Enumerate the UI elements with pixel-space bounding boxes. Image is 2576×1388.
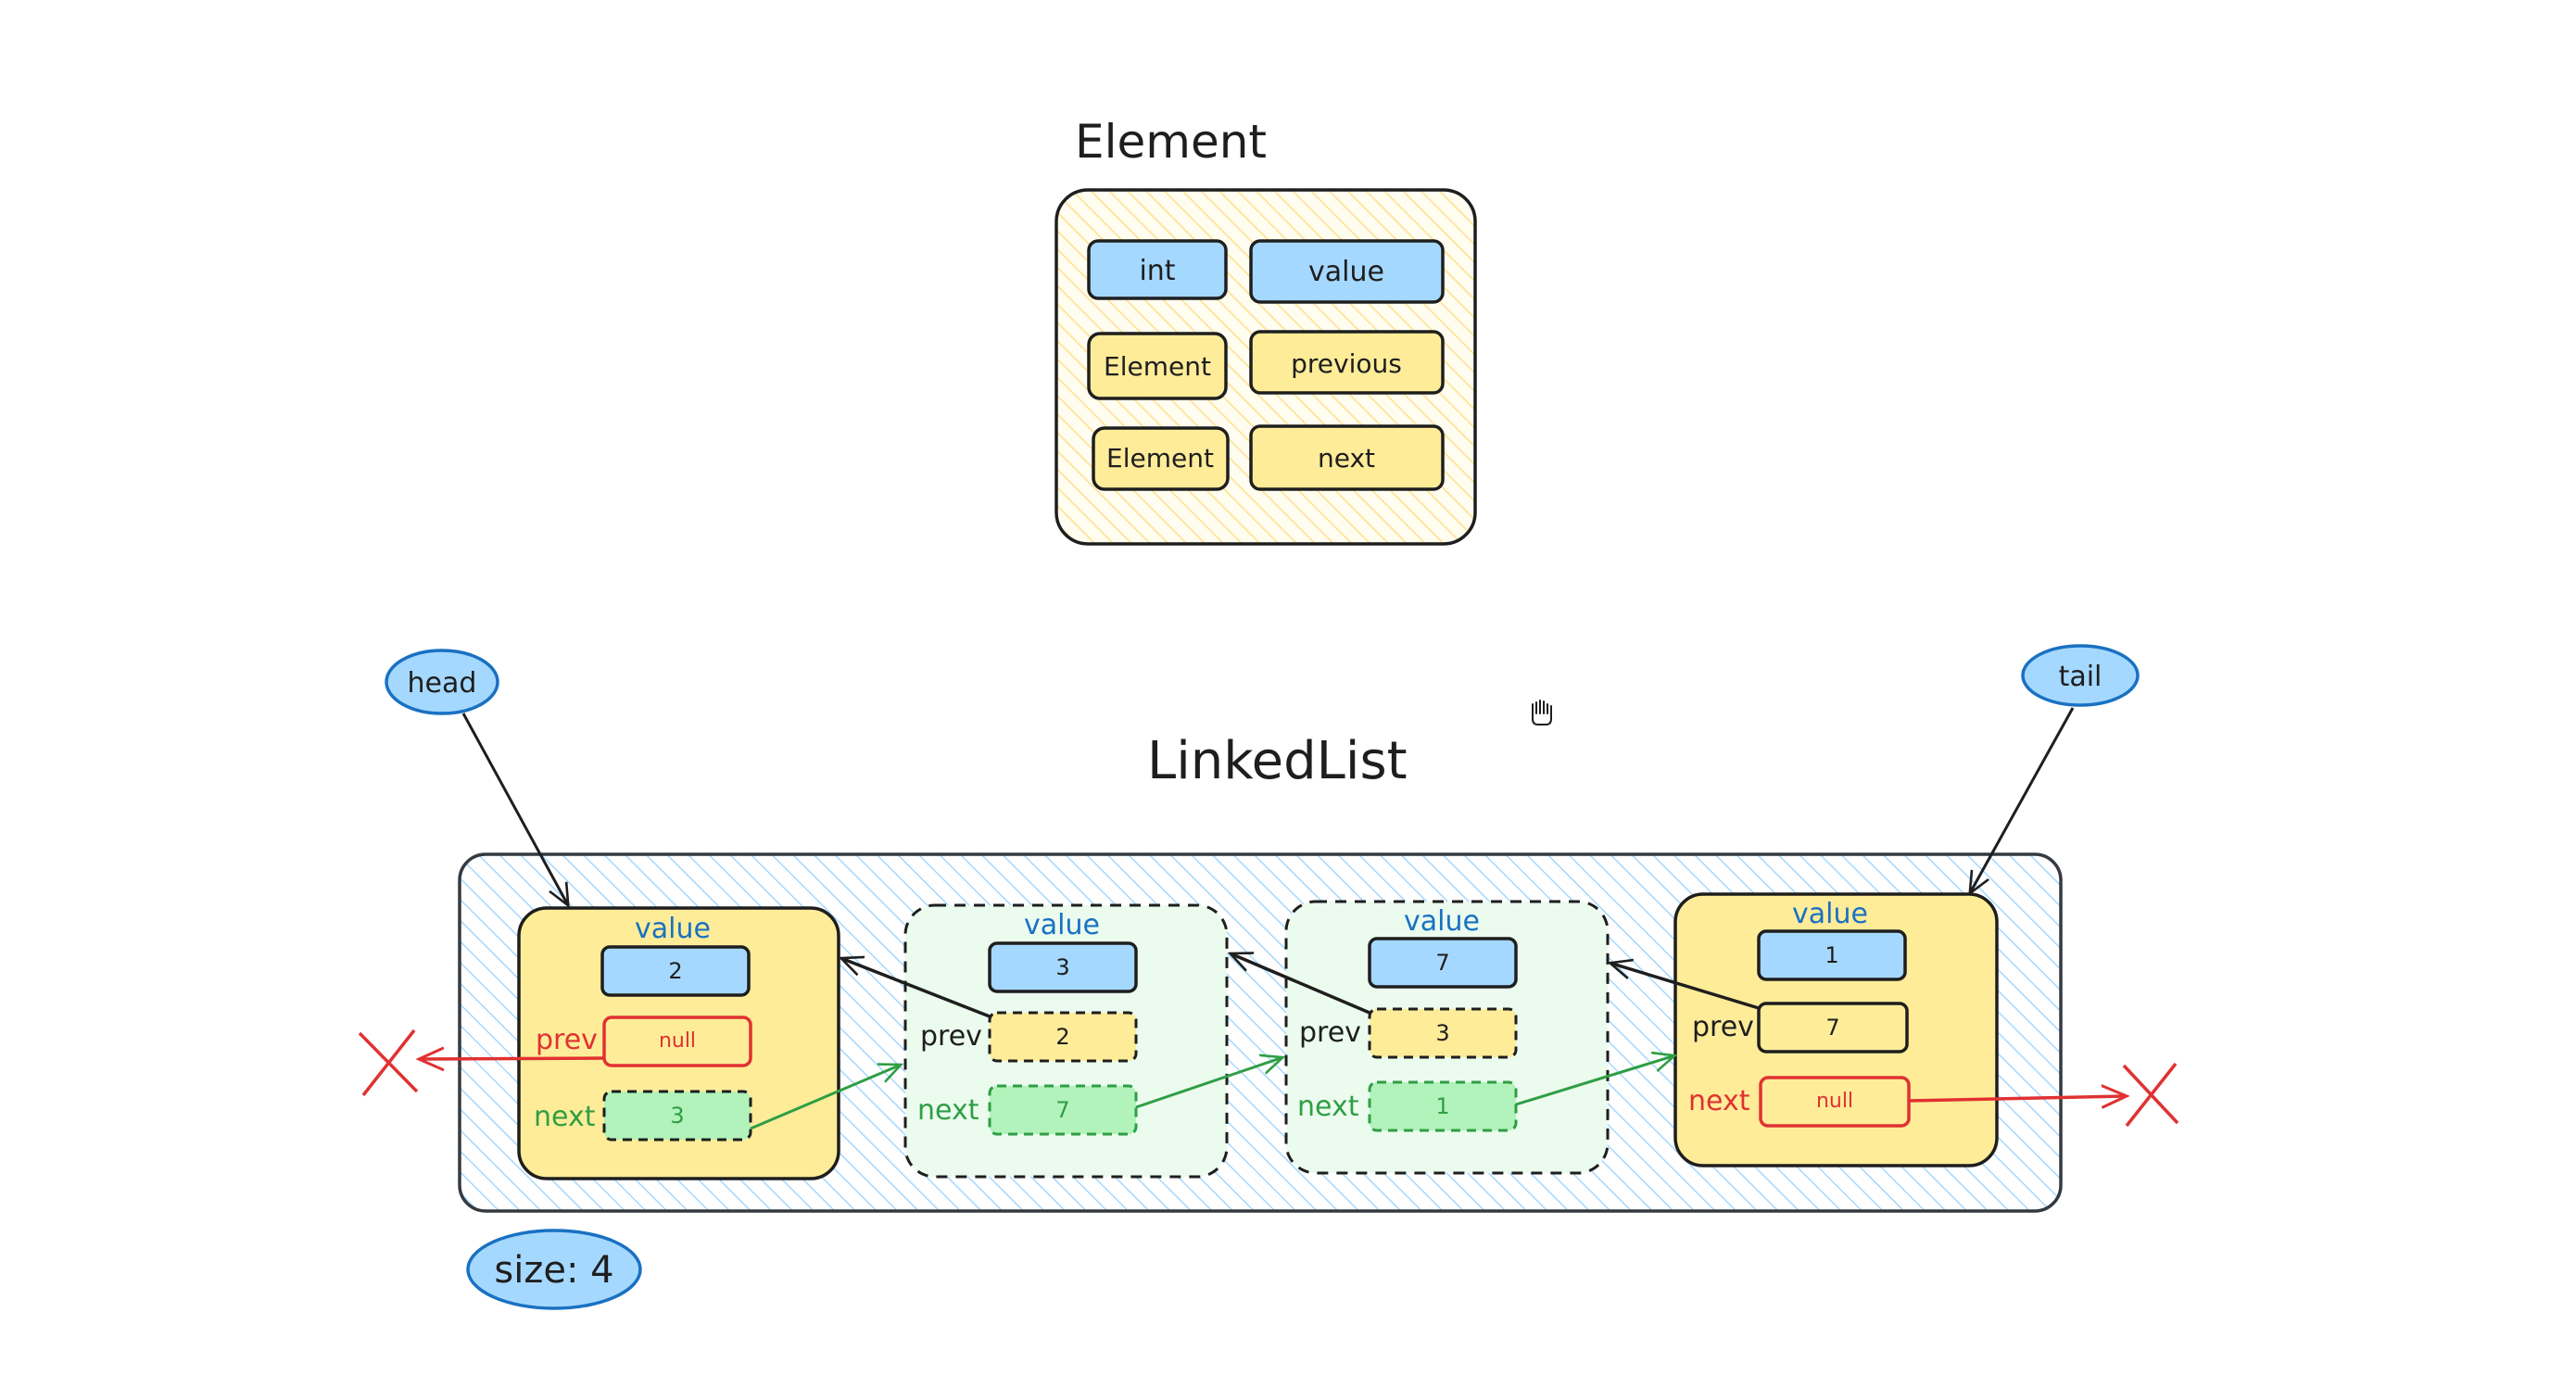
prev-arrow-4-to-3 <box>1612 964 1760 1010</box>
node-4-next-box <box>1759 1076 1911 1128</box>
node-1-prev-box <box>602 1016 752 1067</box>
linkedlist-container <box>458 852 2063 1213</box>
size-label: size: 4 <box>494 1249 613 1292</box>
node-1-next-box <box>602 1090 752 1142</box>
node-3-prev-box <box>1368 1007 1518 1059</box>
node-1-next: 3 <box>670 1103 684 1129</box>
element-field-element-next-type: Element <box>1092 426 1230 491</box>
node-2-prev-label: prev <box>920 1020 982 1053</box>
tail-arrow <box>1971 707 2075 891</box>
element-field-type-3: Element <box>1106 443 1214 473</box>
tail-label: tail <box>2059 661 2102 693</box>
element-field-type-2: Element <box>1104 351 1211 382</box>
node-4: value 1 prev 7 next null <box>1673 892 1999 1167</box>
node-1: value 2 prev null next 3 <box>517 906 840 1180</box>
head-arrow <box>461 713 567 903</box>
node-2-next: 7 <box>1055 1097 1069 1123</box>
node-1-next-label: next <box>534 1101 596 1133</box>
node-2-value: 3 <box>1055 954 1069 980</box>
null-arrow-head-prev <box>422 1058 605 1059</box>
node-3-prev: 3 <box>1435 1020 1449 1046</box>
node-1-value: 2 <box>668 958 682 984</box>
node-4-value: 1 <box>1825 942 1838 968</box>
node-2-prev-box <box>988 1011 1138 1063</box>
node-4-prev-label: prev <box>1692 1011 1754 1043</box>
prev-arrow-3-to-2 <box>1232 954 1370 1015</box>
node-4-prev-box <box>1757 1002 1909 1054</box>
node-2-value-box <box>988 941 1138 993</box>
element-field-previous: previous <box>1249 330 1445 395</box>
node-4-next: null <box>1816 1090 1853 1113</box>
node-3-next-box <box>1368 1080 1518 1132</box>
next-arrow-1-to-2 <box>750 1066 899 1130</box>
element-field-name-1: value <box>1308 256 1384 288</box>
element-field-int: int <box>1087 239 1228 300</box>
node-3-value-box <box>1368 937 1518 989</box>
node-2-value-label: value <box>1024 909 1100 941</box>
node-3-value-label: value <box>1404 905 1480 938</box>
next-arrow-2-to-3 <box>1135 1058 1281 1109</box>
element-field-type-1: int <box>1139 255 1175 287</box>
null-arrow-tail-next <box>1908 1096 2124 1101</box>
size-badge: size: 4 <box>466 1229 642 1310</box>
tail-pointer: tail <box>2021 644 2140 707</box>
null-cross-right-icon <box>2122 1062 2179 1128</box>
node-3-next: 1 <box>1435 1093 1449 1119</box>
element-field-value: value <box>1249 239 1445 304</box>
node-3: value 7 prev 3 next 1 <box>1284 900 1610 1175</box>
node-3-prev-label: prev <box>1299 1016 1361 1049</box>
element-title: Element <box>1075 115 1267 169</box>
element-field-name-2: previous <box>1291 348 1402 379</box>
node-2-next-label: next <box>917 1094 979 1127</box>
node-1-value-label: value <box>635 913 711 945</box>
next-arrow-3-to-4 <box>1515 1056 1673 1106</box>
hand-cursor-icon <box>1532 700 1552 726</box>
node-2-prev: 2 <box>1055 1024 1069 1050</box>
null-cross-left-icon <box>358 1028 419 1097</box>
node-2-next-box <box>988 1084 1138 1136</box>
node-3-next-label: next <box>1297 1091 1359 1123</box>
element-field-name-3: next <box>1318 443 1375 473</box>
prev-arrow-2-to-1 <box>843 959 991 1018</box>
node-4-value-box <box>1757 929 1907 981</box>
node-1-prev-label: prev <box>536 1024 598 1056</box>
node-1-value-box <box>600 945 751 997</box>
node-1-prev: null <box>659 1029 696 1053</box>
node-2: value 3 prev 2 next 7 <box>903 903 1229 1179</box>
node-4-prev: 7 <box>1825 1015 1839 1041</box>
node-3-value: 7 <box>1435 950 1449 976</box>
node-4-value-label: value <box>1792 898 1868 930</box>
element-field-element-previous-type: Element <box>1087 332 1228 400</box>
element-field-next: next <box>1249 424 1445 491</box>
node-4-next-label: next <box>1688 1085 1750 1117</box>
head-label: head <box>408 667 477 700</box>
linkedlist-title: LinkedList <box>1147 731 1408 791</box>
head-pointer: head <box>385 649 499 715</box>
